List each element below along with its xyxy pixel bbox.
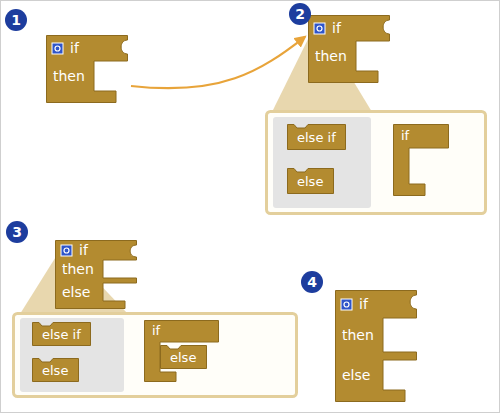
block-label: if — [332, 20, 341, 36]
callout-badge: 4 — [301, 271, 323, 293]
callout-number: 4 — [301, 271, 323, 293]
block-label: else — [297, 174, 323, 190]
block-label: then — [342, 327, 374, 343]
block-label: else — [170, 350, 196, 366]
mutator-panel: else if else if — [265, 110, 487, 215]
gear-icon — [52, 43, 63, 54]
gear-icon — [314, 23, 325, 34]
block-label: then — [62, 261, 94, 277]
mutator-container: ifelse — [144, 320, 219, 382]
mutator-block: else — [287, 168, 334, 194]
block-label: if — [401, 128, 409, 144]
callout-number: 1 — [5, 9, 27, 31]
connector-arrow — [131, 37, 305, 89]
if-block: if then else — [55, 240, 137, 309]
if-block: if then — [308, 15, 390, 83]
block-label: else if — [42, 327, 81, 343]
block-label: then — [315, 48, 347, 64]
mutator-block: else — [32, 358, 79, 382]
mutator-block: else if — [287, 124, 346, 150]
block-label: if — [70, 40, 79, 56]
mutator-block: else if — [32, 322, 91, 346]
if-block: if then — [46, 35, 128, 103]
if-block: if then else — [335, 290, 417, 402]
block-label: if — [79, 242, 88, 258]
block-label: else — [342, 367, 370, 383]
callout-badge: 1 — [5, 9, 27, 31]
block-label: if — [359, 296, 368, 312]
mutator-block: else — [160, 345, 207, 369]
gear-icon — [61, 245, 72, 256]
callout-badge: 3 — [6, 221, 28, 243]
mutator-container: if — [393, 124, 449, 196]
callout-badge: 2 — [289, 3, 311, 25]
block-shape — [265, 110, 487, 215]
gear-icon — [341, 299, 352, 310]
mutator-panel: else ifelseifelse — [12, 312, 298, 398]
block-label: else — [42, 363, 68, 379]
block-label: then — [53, 68, 85, 84]
block-shape — [335, 290, 417, 402]
block-label: else if — [297, 130, 336, 146]
callout-number: 2 — [289, 3, 311, 25]
callout-number: 3 — [6, 221, 28, 243]
block-label: else — [62, 284, 90, 300]
block-label: if — [152, 323, 160, 339]
